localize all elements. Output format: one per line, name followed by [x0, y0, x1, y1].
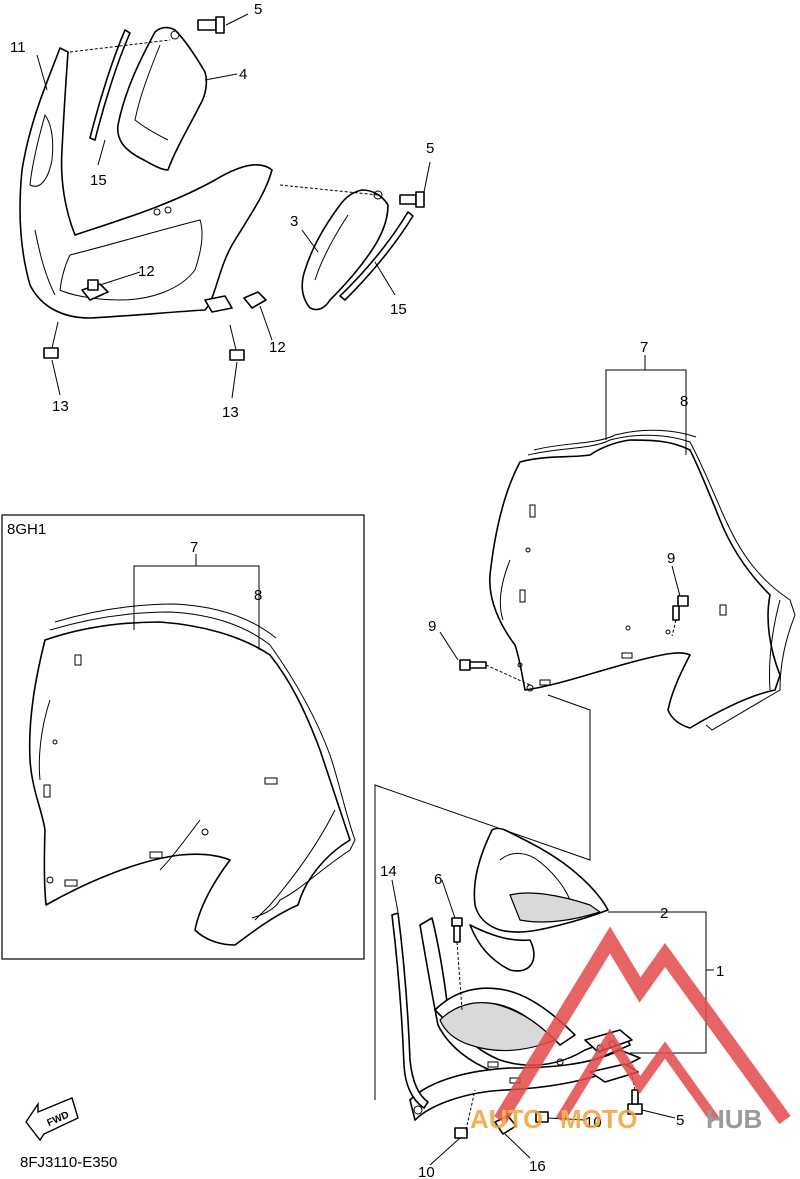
- callout-8b: 8: [254, 587, 262, 604]
- screw-5-right: [399, 191, 425, 208]
- nut-12-left: [81, 279, 109, 301]
- bracket-group: 2 1 14 6 10 10 5 16: [374, 694, 724, 1179]
- callout-10b: 10: [585, 1114, 602, 1131]
- watermark-hub: HUB: [706, 1104, 762, 1134]
- watermark-auto: AUTO: [470, 1104, 543, 1134]
- upper-cowling-group: 5 4 11 15 12 12 13 13 5 3 15: [10, 1, 434, 421]
- callout-15a: 15: [90, 172, 107, 189]
- callout-8a: 8: [680, 393, 688, 410]
- callout-5b: 5: [426, 140, 434, 157]
- inset-8gh1: 8GH1 7 8: [1, 514, 365, 960]
- nut-12-right: [243, 291, 267, 309]
- callout-7b: 7: [190, 539, 198, 556]
- callout-13a: 13: [52, 398, 69, 415]
- bolt-13-right: [229, 324, 245, 361]
- bolt-10-left: [454, 1127, 468, 1139]
- bolt-6: [451, 917, 463, 943]
- callout-13b: 13: [222, 404, 239, 421]
- callout-10a: 10: [418, 1164, 435, 1179]
- windshield: [489, 439, 781, 729]
- callout-2: 2: [660, 905, 668, 922]
- inner-panel-left: [116, 26, 208, 171]
- callout-14: 14: [380, 863, 397, 880]
- strip-left: [89, 29, 131, 141]
- bolt-13-left: [43, 321, 59, 359]
- callout-15b: 15: [390, 301, 407, 318]
- upper-cowling-part: [19, 47, 273, 319]
- windshield-alt: [28, 621, 351, 946]
- callout-4: 4: [239, 66, 247, 83]
- screw-9-left: [459, 659, 487, 671]
- callout-12b: 12: [269, 339, 286, 356]
- callout-5a: 5: [254, 1, 262, 18]
- callout-9b: 9: [667, 550, 675, 567]
- callout-12a: 12: [138, 263, 155, 280]
- windshield-group: 7 8 9 9: [428, 339, 796, 731]
- automotohub-logo: AUTO MOTO HUB: [470, 926, 791, 1134]
- callout-7a: 7: [640, 339, 648, 356]
- fwd-arrow-icon: FWD: [25, 1097, 79, 1142]
- inset-label: 8GH1: [7, 521, 46, 538]
- callout-6: 6: [434, 871, 442, 888]
- callout-11: 11: [10, 39, 26, 56]
- callout-5c: 5: [676, 1112, 684, 1129]
- inset-frame: [1, 514, 365, 960]
- inner-panel-right: [301, 189, 389, 311]
- bolt-10-right: [535, 1111, 549, 1123]
- callout-16: 16: [529, 1158, 546, 1175]
- watermark-moto: MOTO: [560, 1104, 638, 1134]
- trim-strip: [391, 912, 429, 1109]
- diagram-code: 8FJ3110-E350: [20, 1154, 117, 1171]
- screw-5-top: [197, 16, 225, 34]
- callout-3: 3: [290, 213, 298, 230]
- strip-right: [339, 211, 414, 301]
- callout-9a: 9: [428, 618, 436, 635]
- callout-1: 1: [716, 963, 724, 980]
